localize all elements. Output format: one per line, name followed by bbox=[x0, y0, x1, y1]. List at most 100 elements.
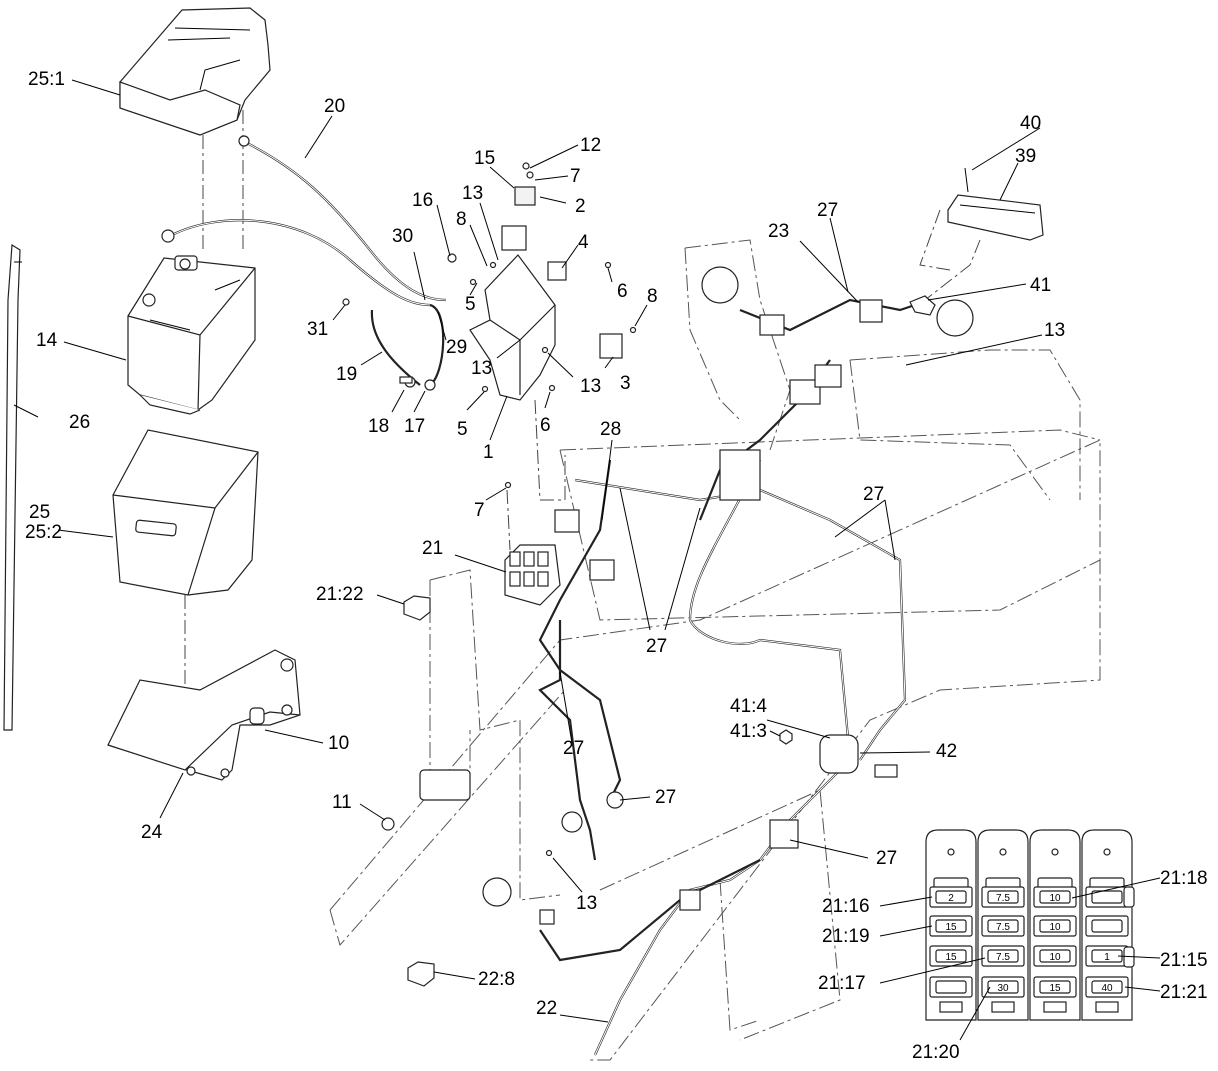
wire-harness bbox=[538, 298, 931, 1056]
callout-25: 25 bbox=[29, 502, 50, 523]
fuse-rating: 15 bbox=[945, 922, 957, 933]
fuse-column-base bbox=[991, 1001, 1015, 1013]
relay-bracket bbox=[469, 162, 637, 501]
callout-6-b: 6 bbox=[540, 415, 551, 436]
callout-13: 13 bbox=[462, 183, 483, 204]
callout-23: 23 bbox=[768, 221, 789, 242]
callout-21-20: 21:20 bbox=[912, 1042, 960, 1063]
callout-5-b: 5 bbox=[457, 419, 468, 440]
callout-20: 20 bbox=[324, 96, 345, 117]
fuse bbox=[935, 949, 967, 963]
fuse-rating: 2 bbox=[948, 893, 954, 904]
fuse bbox=[987, 919, 1019, 933]
battery-cables bbox=[161, 135, 457, 391]
callout-41-3: 41:3 bbox=[730, 721, 767, 742]
fuse-column-base bbox=[1043, 1001, 1067, 1013]
callout-13-e: 13 bbox=[576, 893, 597, 914]
callout-21-19: 21:19 bbox=[822, 926, 870, 947]
callout-24: 24 bbox=[141, 822, 163, 843]
callout-15: 15 bbox=[474, 148, 495, 169]
callout-1: 1 bbox=[483, 442, 494, 463]
callout-29: 29 bbox=[446, 337, 467, 358]
callout-16: 16 bbox=[412, 190, 433, 211]
callout-25-1: 25:1 bbox=[28, 69, 65, 90]
callout-labels: 25:1 20 12 7 15 2 16 13 8 4 30 6 5 8 31 … bbox=[25, 69, 1208, 1063]
callout-13-d: 13 bbox=[1044, 320, 1065, 341]
callout-27-b: 27 bbox=[863, 484, 884, 505]
fuse bbox=[987, 890, 1019, 904]
battery-box bbox=[112, 429, 259, 690]
callout-27-d: 27 bbox=[563, 738, 584, 759]
fuse bbox=[987, 949, 1019, 963]
fuse-column-base bbox=[1095, 1001, 1119, 1013]
callout-31: 31 bbox=[307, 319, 328, 340]
fuse bbox=[935, 980, 967, 994]
fuse-rating: 1 bbox=[1104, 952, 1110, 963]
fuse bbox=[1091, 980, 1123, 994]
callout-8-b: 8 bbox=[647, 286, 658, 307]
callout-11: 11 bbox=[332, 792, 352, 813]
fuse-rating: 30 bbox=[997, 983, 1009, 994]
callout-4: 4 bbox=[578, 232, 589, 253]
fuse bbox=[987, 980, 1019, 994]
callout-19: 19 bbox=[336, 364, 357, 385]
callout-42: 42 bbox=[936, 741, 957, 762]
battery-cover bbox=[119, 7, 271, 250]
fuse bbox=[1039, 949, 1071, 963]
callout-10: 10 bbox=[328, 733, 349, 754]
callout-21-17: 21:17 bbox=[818, 973, 866, 994]
callout-27-f: 27 bbox=[876, 848, 897, 869]
callout-2: 2 bbox=[575, 196, 586, 217]
fuse-rating: 15 bbox=[1049, 983, 1061, 994]
fuse bbox=[1091, 919, 1123, 933]
fuse-column-hole bbox=[1103, 848, 1111, 856]
fuse bbox=[1039, 919, 1071, 933]
fuse-column-hole bbox=[1051, 848, 1059, 856]
fuse-column-base bbox=[939, 1001, 963, 1013]
leader-lines bbox=[13, 79, 1161, 1041]
callout-21-15: 21:15 bbox=[1160, 950, 1208, 971]
fuse-rating: 7.5 bbox=[996, 893, 1010, 904]
fuse-column-hole bbox=[947, 848, 955, 856]
callout-17: 17 bbox=[404, 416, 425, 437]
callout-28: 28 bbox=[600, 419, 621, 440]
callout-22-8: 22:8 bbox=[478, 969, 515, 990]
hold-down-strap bbox=[3, 243, 22, 731]
callout-30: 30 bbox=[392, 226, 413, 247]
callout-14: 14 bbox=[36, 330, 58, 351]
callout-3: 3 bbox=[620, 373, 631, 394]
callout-18: 18 bbox=[368, 416, 389, 437]
callout-39: 39 bbox=[1015, 146, 1036, 167]
fuse-rating: 10 bbox=[1049, 893, 1061, 904]
battery bbox=[127, 255, 256, 415]
callout-22: 22 bbox=[536, 998, 557, 1019]
callout-41-4: 41:4 bbox=[730, 696, 767, 717]
fuse-panel-tab bbox=[1123, 886, 1135, 908]
fuse-block bbox=[403, 481, 793, 987]
fuse-rating: 10 bbox=[1049, 952, 1061, 963]
callout-25-2: 25:2 bbox=[25, 522, 62, 543]
fuse-rating: 40 bbox=[1101, 983, 1113, 994]
chassis-frame bbox=[329, 239, 1101, 1061]
fuse bbox=[1039, 980, 1071, 994]
callout-5: 5 bbox=[465, 294, 476, 315]
fuse-panel-detail: 2 15 15 7.5 7.5 7.5 30 10 10 10 15 1 40 bbox=[925, 829, 1135, 1021]
fuse bbox=[1091, 890, 1123, 904]
fuse-rating: 7.5 bbox=[996, 922, 1010, 933]
callout-21: 21 bbox=[422, 538, 443, 559]
battery-tray bbox=[107, 649, 301, 781]
callout-21-18: 21:18 bbox=[1160, 868, 1208, 889]
callout-27-a: 27 bbox=[646, 636, 667, 657]
callout-26: 26 bbox=[69, 412, 90, 433]
callout-7-b: 7 bbox=[474, 500, 485, 521]
fuse bbox=[1039, 890, 1071, 904]
callout-8: 8 bbox=[456, 209, 467, 230]
fuse-rating: 15 bbox=[945, 952, 957, 963]
callout-13-b: 13 bbox=[471, 358, 492, 379]
fuse-rating: 10 bbox=[1049, 922, 1061, 933]
callout-27-e: 27 bbox=[655, 787, 676, 808]
fuse-rating: 7.5 bbox=[996, 952, 1010, 963]
callout-21-16: 21:16 bbox=[822, 896, 870, 917]
fuse bbox=[935, 919, 967, 933]
